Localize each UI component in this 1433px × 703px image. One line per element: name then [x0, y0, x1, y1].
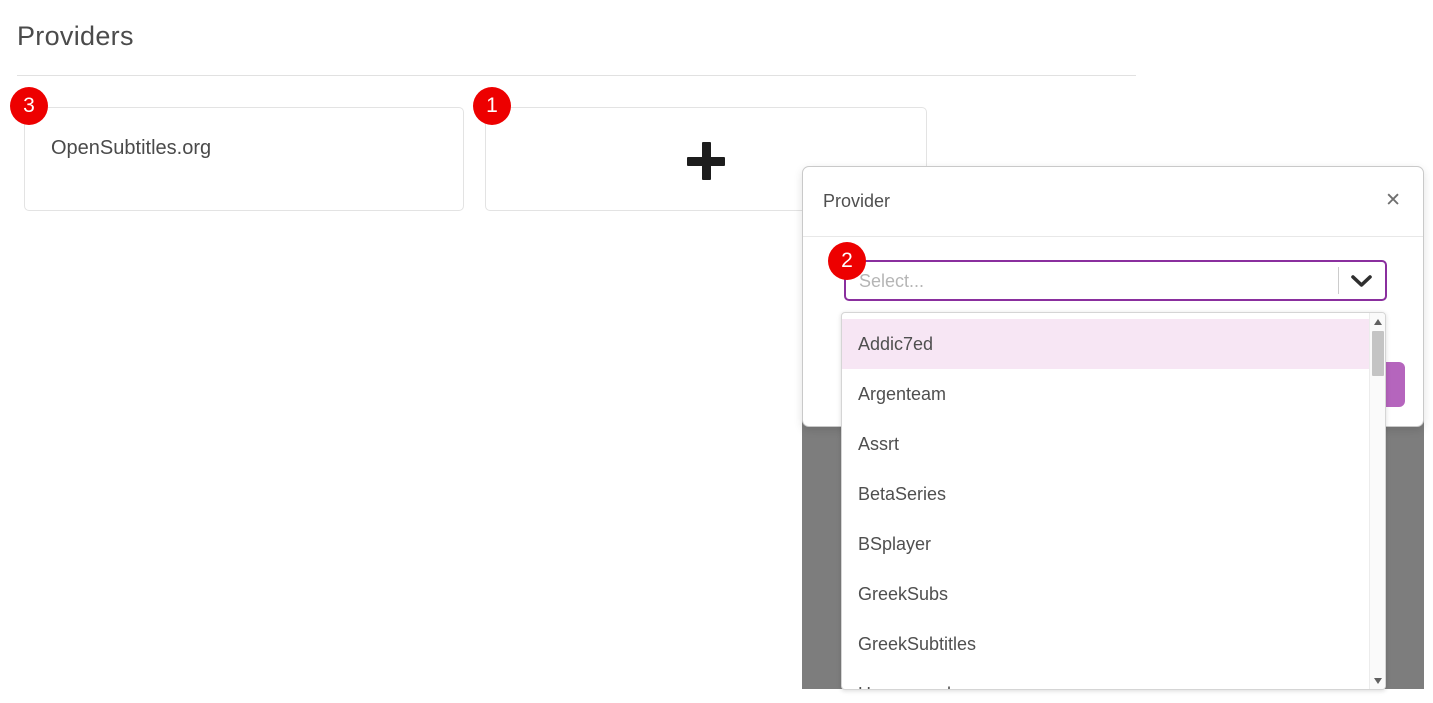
- dropdown-scrollbar[interactable]: [1369, 313, 1385, 689]
- select-separator: [1338, 267, 1339, 294]
- dropdown-option[interactable]: BSplayer: [858, 533, 932, 554]
- chevron-down-icon: [1351, 275, 1372, 287]
- add-provider-card[interactable]: [485, 107, 927, 211]
- provider-card-label: OpenSubtitles.org: [51, 137, 212, 159]
- scrollbar-thumb[interactable]: [1372, 331, 1384, 376]
- plus-icon: [687, 142, 725, 180]
- annotation-badge-1: 1: [473, 87, 511, 125]
- header-divider: [17, 75, 1136, 76]
- modal-title: Provider: [823, 191, 891, 211]
- dropdown-option[interactable]: Hosszupuska: [842, 669, 1371, 690]
- dropdown-option[interactable]: Assrt: [858, 433, 900, 454]
- dropdown-option[interactable]: GreekSubs: [858, 583, 949, 604]
- annotation-badge-3: 3: [10, 87, 48, 125]
- provider-select[interactable]: Select...: [844, 260, 1387, 301]
- modal-header: Provider ✕: [803, 167, 1423, 237]
- close-icon[interactable]: ✕: [1385, 190, 1401, 211]
- scroll-down-icon[interactable]: [1370, 672, 1385, 689]
- annotation-badge-2: 2: [828, 242, 866, 280]
- page-title: Providers: [17, 21, 134, 51]
- provider-card-opensubtitles[interactable]: OpenSubtitles.org: [24, 107, 464, 211]
- select-placeholder: Select...: [859, 271, 925, 291]
- dropdown-option[interactable]: Addic7ed: [842, 319, 1371, 369]
- dropdown-option[interactable]: BetaSeries: [858, 483, 947, 504]
- scroll-up-icon[interactable]: [1370, 313, 1385, 330]
- dropdown-option[interactable]: Argenteam: [858, 383, 947, 404]
- dropdown-option[interactable]: GreekSubtitles: [858, 633, 977, 654]
